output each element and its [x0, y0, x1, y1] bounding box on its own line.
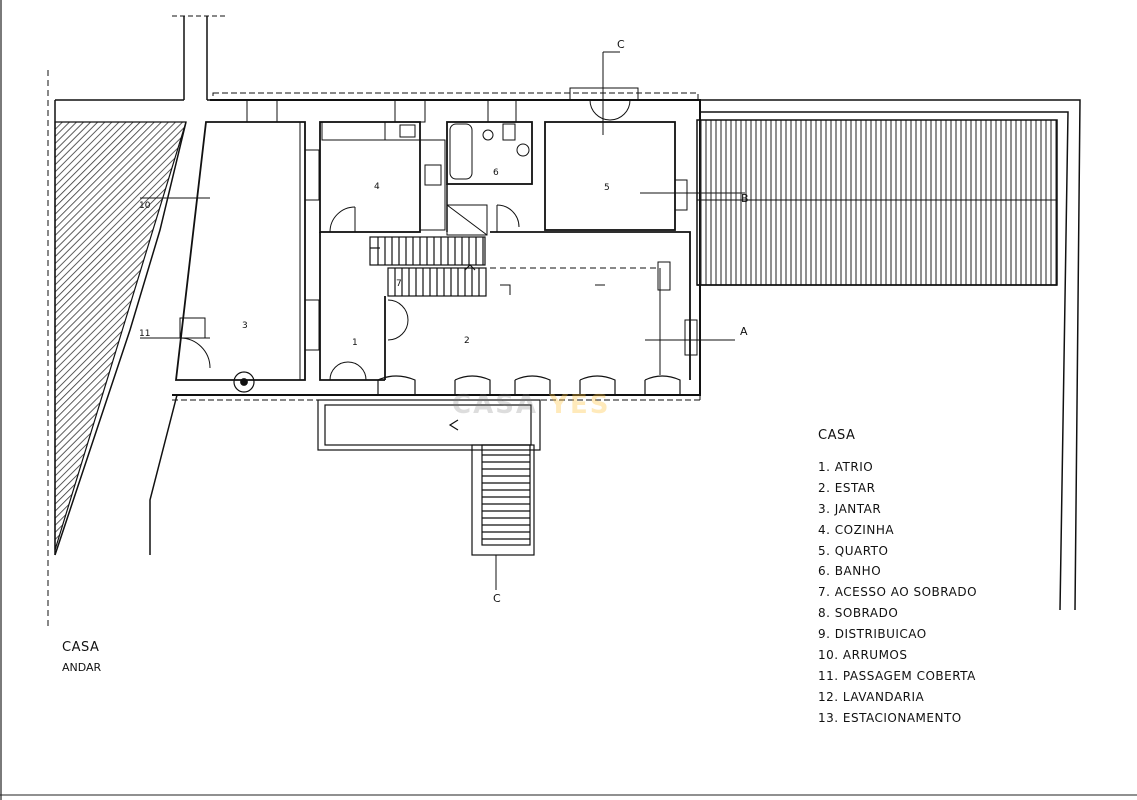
room-6-walls	[446, 99, 533, 236]
legend-item: 3. JANTAR	[818, 501, 882, 516]
watermark-right: YES	[549, 390, 611, 420]
legend-item: 8. SOBRADO	[818, 606, 899, 621]
legend-title: CASA	[818, 428, 856, 443]
room-4-walls	[319, 99, 446, 233]
room-label-10: 10	[139, 201, 151, 211]
legend-item: 5. QUARTO	[818, 543, 889, 558]
legend-item: 4. COZINHA	[818, 522, 895, 537]
legend-item: 11. PASSAGEM COBERTA	[818, 668, 976, 683]
watermark-left: CASA	[452, 390, 539, 420]
window-row-bottom	[377, 375, 681, 396]
room-label-1: 1	[352, 338, 358, 348]
room-label-11: 11	[139, 329, 150, 339]
room-label-6: 6	[493, 168, 499, 178]
room-label-7: 7	[396, 279, 402, 289]
caption-title: CASA	[62, 640, 100, 655]
section-mark-c-bottom: C	[493, 592, 501, 605]
building-outline	[172, 92, 701, 401]
room-3-walls	[140, 99, 320, 393]
room-label-5: 5	[604, 183, 610, 193]
legend-item: 7. ACESSO AO SOBRADO	[818, 585, 978, 600]
section-mark-a: A	[740, 325, 748, 338]
legend-item: 10. ARRUMOS	[818, 648, 908, 663]
section-mark-b: B	[741, 192, 749, 205]
hatched-area-left	[54, 121, 187, 551]
legend-item: 13. ESTACIONAMENTO	[818, 710, 962, 725]
room-label-2: 2	[464, 336, 470, 346]
room-legend: CASA 1. ATRIO 2. ESTAR 3. JANTAR 4. COZI…	[818, 428, 977, 729]
section-marks: C C A B	[493, 38, 749, 605]
room-labels: 1 2 3 4 5 6 7 10 11	[139, 168, 610, 348]
legend-item: 9. DISTRIBUICAO	[818, 627, 927, 642]
legend-item: 2. ESTAR	[818, 480, 876, 495]
caption-subtitle: ANDAR	[62, 661, 102, 674]
rooms-1-2-walls	[319, 231, 735, 381]
watermark: CASA YES	[452, 390, 610, 420]
legend-item: 1. ATRIO	[818, 460, 874, 474]
legend-item: 12. LAVANDARIA	[818, 689, 925, 704]
room-label-3: 3	[242, 321, 248, 331]
external-stair	[317, 399, 541, 590]
legend-item: 6. BANHO	[818, 564, 882, 579]
stairs-access	[369, 236, 487, 297]
covered-passage	[696, 99, 1081, 611]
site-walls-left	[47, 15, 228, 630]
drawing-caption: CASA ANDAR	[62, 640, 101, 674]
section-line-c	[602, 51, 620, 135]
room-label-4: 4	[374, 182, 380, 192]
section-mark-c-top: C	[617, 38, 625, 51]
